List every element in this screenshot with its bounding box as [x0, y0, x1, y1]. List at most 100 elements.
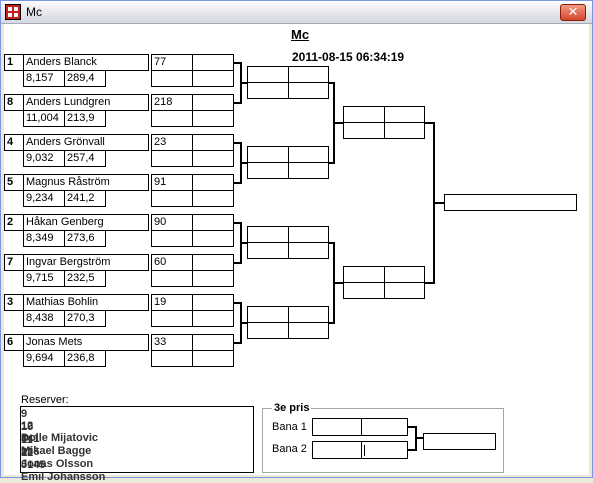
- player-name-field[interactable]: Anders Blanck: [23, 54, 149, 71]
- quarterfinal-bottom-right[interactable]: [288, 82, 329, 99]
- stat1-field[interactable]: 9,694: [23, 350, 65, 367]
- score-lower-right-field[interactable]: [192, 230, 234, 247]
- score-extra-field[interactable]: [192, 214, 234, 231]
- score-extra-field[interactable]: [192, 174, 234, 191]
- quarterfinal-top-right[interactable]: [288, 226, 329, 243]
- score-extra-field[interactable]: [192, 254, 234, 271]
- score-field[interactable]: 60: [151, 254, 193, 271]
- stat1-field[interactable]: 9,032: [23, 150, 65, 167]
- stat2-field[interactable]: 289,4: [64, 70, 106, 87]
- score-lower-left-field[interactable]: [151, 350, 193, 367]
- score-field[interactable]: 90: [151, 214, 193, 231]
- score-lower-right-field[interactable]: [192, 150, 234, 167]
- score-lower-left-field[interactable]: [151, 190, 193, 207]
- semifinal-top-left[interactable]: [343, 106, 385, 123]
- stat2-field[interactable]: 232,5: [64, 270, 106, 287]
- stat1-field[interactable]: 8,349: [23, 230, 65, 247]
- score-extra-field[interactable]: [192, 294, 234, 311]
- score-value: 91: [154, 176, 167, 188]
- seed-number: 2: [7, 216, 14, 228]
- player-name-field[interactable]: Anders Lundgren: [23, 94, 149, 111]
- stat2-field[interactable]: 241,2: [64, 190, 106, 207]
- score-field[interactable]: 218: [151, 94, 193, 111]
- semifinal-bottom-right[interactable]: [384, 282, 425, 299]
- score-lower-left-field[interactable]: [151, 230, 193, 247]
- quarterfinal-top-left[interactable]: [247, 66, 289, 83]
- semifinal-bottom-left[interactable]: [343, 122, 385, 139]
- player-name-field[interactable]: Håkan Genberg: [23, 214, 149, 231]
- score-lower-right-field[interactable]: [192, 310, 234, 327]
- player-name-field[interactable]: Jonas Mets: [23, 334, 149, 351]
- stat1-field[interactable]: 11,004: [23, 110, 65, 127]
- score-lower-left-field[interactable]: [151, 270, 193, 287]
- title-bar[interactable]: Mc ✕: [1, 1, 592, 24]
- semifinal-top-right[interactable]: [384, 106, 425, 123]
- score-extra-field[interactable]: [192, 54, 234, 71]
- seed-box: 1: [4, 54, 24, 71]
- score-lower-right-field[interactable]: [192, 70, 234, 87]
- score-extra-field[interactable]: [192, 134, 234, 151]
- seed-number: 5: [7, 176, 14, 188]
- stat1-field[interactable]: 9,234: [23, 190, 65, 207]
- score-lower-left-field[interactable]: [151, 150, 193, 167]
- seed-box: 7: [4, 254, 24, 271]
- lane2-right-field[interactable]: [361, 441, 408, 459]
- quarterfinal-top-right[interactable]: [288, 306, 329, 323]
- semifinal-bottom-right[interactable]: [384, 122, 425, 139]
- stat2-field[interactable]: 236,8: [64, 350, 106, 367]
- stat1-field[interactable]: 8,157: [23, 70, 65, 87]
- reserve-position: 11: [21, 434, 33, 446]
- quarterfinal-bottom-left[interactable]: [247, 82, 289, 99]
- quarterfinal-top-left[interactable]: [247, 146, 289, 163]
- stat1-field[interactable]: 9,715: [23, 270, 65, 287]
- bracket-line: [234, 102, 242, 104]
- lane2-left-field[interactable]: [312, 441, 364, 459]
- score-field[interactable]: 91: [151, 174, 193, 191]
- bracket-line: [329, 242, 335, 244]
- quarterfinal-top-left[interactable]: [247, 226, 289, 243]
- score-field[interactable]: 19: [151, 294, 193, 311]
- quarterfinal-top-left[interactable]: [247, 306, 289, 323]
- player-name-field[interactable]: Ingvar Bergström: [23, 254, 149, 271]
- quarterfinal-bottom-right[interactable]: [288, 242, 329, 259]
- player-name-field[interactable]: Mathias Bohlin: [23, 294, 149, 311]
- stat2-field[interactable]: 213,9: [64, 110, 106, 127]
- stat2-field[interactable]: 257,4: [64, 150, 106, 167]
- close-button[interactable]: ✕: [560, 4, 586, 21]
- player-name-field[interactable]: Magnus Råström: [23, 174, 149, 191]
- score-field[interactable]: 33: [151, 334, 193, 351]
- final-winner-field[interactable]: [444, 194, 577, 211]
- quarterfinal-bottom-left[interactable]: [247, 242, 289, 259]
- quarterfinal-top-right[interactable]: [288, 66, 329, 83]
- score-lower-left-field[interactable]: [151, 310, 193, 327]
- quarterfinal-bottom-right[interactable]: [288, 322, 329, 339]
- semifinal-top-left[interactable]: [343, 266, 385, 283]
- semifinal-bottom-left[interactable]: [343, 282, 385, 299]
- lane1-right-field[interactable]: [361, 418, 408, 436]
- semifinal-top-right[interactable]: [384, 266, 425, 283]
- score-field[interactable]: 77: [151, 54, 193, 71]
- quarterfinal-bottom-right[interactable]: [288, 162, 329, 179]
- score-lower-right-field[interactable]: [192, 270, 234, 287]
- score-value: 60: [154, 256, 167, 268]
- quarterfinal-bottom-left[interactable]: [247, 322, 289, 339]
- score-extra-field[interactable]: [192, 94, 234, 111]
- lane1-left-field[interactable]: [312, 418, 364, 436]
- reserve-position: 10: [21, 421, 34, 433]
- score-lower-left-field[interactable]: [151, 70, 193, 87]
- stat2-field[interactable]: 270,3: [64, 310, 106, 327]
- stat1-field[interactable]: 8,438: [23, 310, 65, 327]
- third-place-winner-field[interactable]: [423, 433, 496, 450]
- score-lower-right-field[interactable]: [192, 190, 234, 207]
- score-lower-right-field[interactable]: [192, 350, 234, 367]
- quarterfinal-top-right[interactable]: [288, 146, 329, 163]
- quarterfinal-bottom-left[interactable]: [247, 162, 289, 179]
- score-extra-field[interactable]: [192, 334, 234, 351]
- reserve-name: Jonas Olsson: [21, 458, 94, 470]
- stat2-field[interactable]: 273,6: [64, 230, 106, 247]
- score-lower-right-field[interactable]: [192, 110, 234, 127]
- player-name-field[interactable]: Anders Grönvall: [23, 134, 149, 151]
- score-lower-left-field[interactable]: [151, 110, 193, 127]
- score-field[interactable]: 23: [151, 134, 193, 151]
